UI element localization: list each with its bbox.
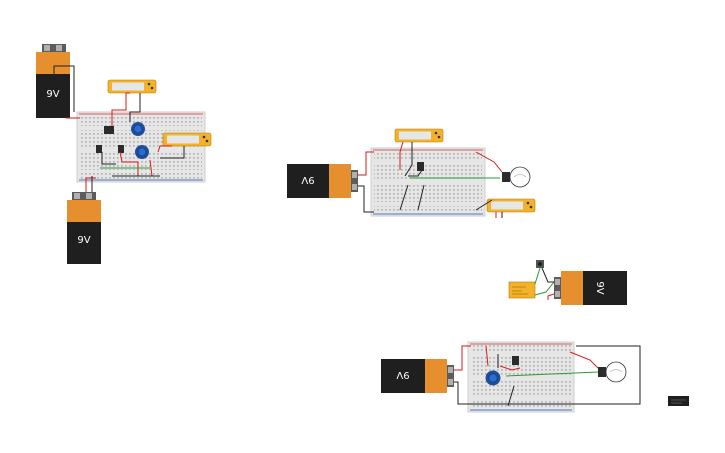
wires bbox=[358, 141, 503, 218]
circuit-1: 9V 9V bbox=[36, 44, 212, 264]
battery-label: 9V bbox=[77, 235, 90, 246]
multimeter-icon[interactable] bbox=[394, 128, 444, 143]
multimeter-icon[interactable] bbox=[486, 198, 536, 213]
circuit-3: 9V bbox=[508, 260, 627, 305]
lightbulb-icon[interactable] bbox=[502, 166, 531, 188]
multimeter-icon[interactable] bbox=[107, 79, 157, 94]
wires bbox=[534, 267, 555, 300]
potentiometer-icon[interactable] bbox=[135, 145, 149, 159]
multimeter-icon[interactable] bbox=[162, 132, 212, 147]
potentiometer-icon[interactable] bbox=[131, 122, 145, 136]
battery-label: 9V bbox=[46, 89, 59, 100]
transistor-icon[interactable] bbox=[118, 145, 124, 153]
transistor-icon[interactable] bbox=[96, 145, 102, 153]
small-chip-icon[interactable] bbox=[668, 396, 689, 406]
battery-label: 9V bbox=[396, 369, 409, 380]
breadboard[interactable] bbox=[370, 147, 486, 217]
potentiometer-icon[interactable] bbox=[485, 370, 501, 386]
wires bbox=[454, 345, 641, 407]
battery-top[interactable]: 9V bbox=[36, 44, 70, 118]
small-chip-icon[interactable] bbox=[104, 126, 114, 134]
battery-right[interactable]: 9V bbox=[554, 271, 627, 305]
battery-left[interactable]: 9V bbox=[287, 164, 358, 198]
battery-label: 9V bbox=[301, 174, 314, 185]
battery-bottom[interactable]: 9V bbox=[67, 192, 101, 264]
transistor-icon[interactable] bbox=[512, 356, 519, 365]
battery-left[interactable]: 9V bbox=[381, 359, 454, 393]
wires bbox=[53, 65, 185, 192]
circuit-4: 9V bbox=[381, 341, 641, 413]
lightbulb-icon[interactable] bbox=[598, 361, 627, 383]
breadboard[interactable] bbox=[467, 341, 575, 413]
pushbutton-icon[interactable] bbox=[536, 260, 544, 268]
circuit-2: 9V bbox=[287, 128, 536, 218]
relay-icon[interactable] bbox=[508, 281, 536, 299]
battery-label: 9V bbox=[594, 281, 605, 294]
transistor-icon[interactable] bbox=[417, 162, 424, 171]
